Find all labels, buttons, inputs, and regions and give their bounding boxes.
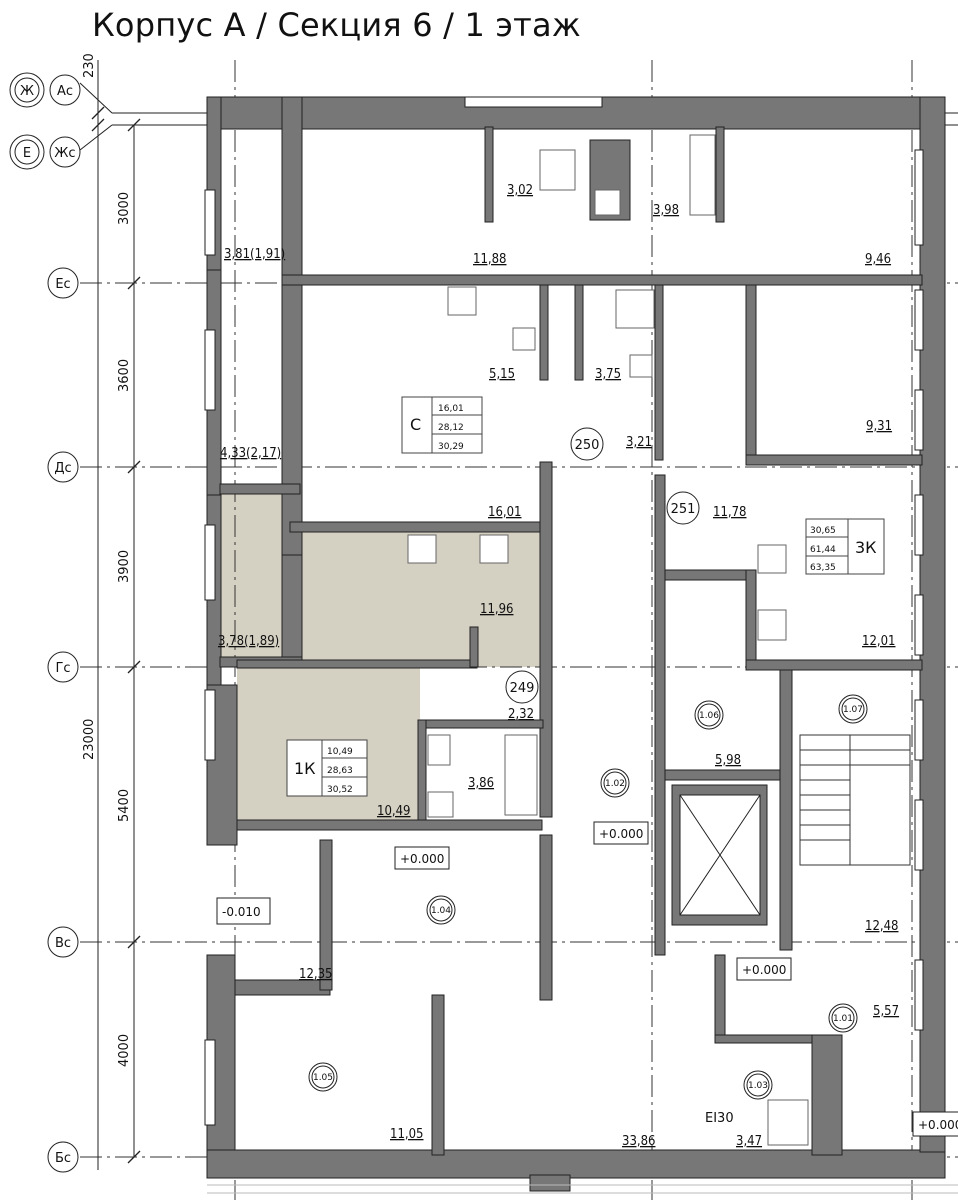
room-area: 4,33(2,17) — [220, 446, 281, 461]
axis-label: Жс — [54, 146, 75, 161]
dim-span: 5400 — [117, 789, 132, 822]
living-area: 10,49 — [327, 747, 353, 757]
level-mark: +0.000 — [599, 827, 643, 841]
room-area: 5,98 — [715, 753, 741, 768]
room-area: 16,01 — [488, 505, 521, 520]
apartment-summary-3k: 30,65 61,44 63,35 3К — [805, 518, 885, 575]
page-title: Корпус А / Секция 6 / 1 этаж — [92, 6, 581, 44]
axis-label: Дс — [54, 461, 71, 476]
apartment-type: 3К — [855, 538, 877, 557]
room-number: 1.06 — [699, 711, 719, 721]
dim-span: 3900 — [117, 550, 132, 583]
room-number-circles — [308, 694, 868, 1100]
room-area: 3,98 — [653, 203, 679, 218]
room-area: 3,21 — [626, 435, 652, 450]
axis-label: Ж — [20, 84, 34, 99]
axis-label: Е — [23, 146, 31, 161]
fixtures — [407, 134, 809, 1146]
total-area: 61,44 — [810, 545, 836, 555]
level-mark: -0.010 — [222, 905, 261, 919]
fire-rating: EI30 — [705, 1111, 734, 1126]
room-number: 1.07 — [843, 705, 863, 715]
room-number: 1.05 — [313, 1073, 333, 1083]
living-area: 16,01 — [438, 404, 464, 414]
room-area: 11,96 — [480, 602, 513, 617]
apartment-number: 251 — [671, 502, 696, 517]
room-number: 1.04 — [431, 906, 451, 916]
apartment-summary-1k: 1К 10,49 28,63 30,52 — [286, 739, 368, 797]
total-area: 28,12 — [438, 423, 464, 433]
dim-span: 3600 — [117, 359, 132, 392]
level-mark: +0.000 — [918, 1118, 958, 1132]
dimension-chain: 230 3000 3600 3900 5400 4000 23000 — [82, 53, 141, 1170]
axis-label: Вс — [55, 936, 71, 951]
apartment-1k-highlight — [220, 492, 545, 822]
apartment-number-circles — [505, 427, 700, 704]
apartment-number: 250 — [575, 438, 600, 453]
paving-pattern — [207, 1184, 958, 1194]
apartment-number: 249 — [510, 681, 535, 696]
dim-total: 23000 — [82, 719, 97, 760]
room-area: 3,86 — [468, 776, 494, 791]
axis-label: Ес — [55, 277, 70, 292]
apartment-type: 1К — [294, 759, 316, 778]
room-area: 3,75 — [595, 367, 621, 382]
apartment-summary-studio: С 16,01 28,12 30,29 — [401, 396, 483, 454]
room-area: 2,32 — [508, 707, 534, 722]
level-mark: +0.000 — [742, 963, 786, 977]
elevator-shaft — [679, 794, 761, 916]
axis-bubbles — [9, 72, 81, 1173]
dim-offset: 230 — [82, 53, 97, 78]
room-area: 3,78(1,89) — [218, 634, 279, 649]
room-area: 9,31 — [866, 419, 892, 434]
room-area: 3,47 — [736, 1134, 762, 1149]
room-area: 12,48 — [865, 919, 898, 934]
dim-span: 3000 — [117, 192, 132, 225]
total-area-balcony: 30,52 — [327, 785, 353, 795]
axis-label: Ас — [57, 84, 73, 99]
staircase — [799, 734, 911, 866]
room-area: 33,86 — [622, 1134, 655, 1149]
room-area: 12,35 — [299, 967, 332, 982]
level-mark: +0.000 — [400, 852, 444, 866]
room-area: 5,57 — [873, 1004, 899, 1019]
room-area: 3,02 — [507, 183, 533, 198]
level-mark-boxes — [216, 821, 958, 1137]
total-area-balcony: 30,29 — [438, 442, 464, 452]
total-area: 28,63 — [327, 766, 353, 776]
room-number: 1.02 — [605, 779, 625, 789]
room-area: 11,88 — [473, 252, 506, 267]
room-number: 1.03 — [748, 1081, 768, 1091]
axis-label: Гс — [55, 661, 70, 676]
room-area: 12,01 — [862, 634, 895, 649]
apartment-type: С — [410, 415, 421, 434]
room-number: 1.01 — [833, 1014, 853, 1024]
room-area: 3,81(1,91) — [224, 247, 285, 262]
dim-span: 4000 — [117, 1034, 132, 1067]
room-area: 9,46 — [865, 252, 891, 267]
room-area: 10,49 — [377, 804, 410, 819]
room-area: 11,05 — [390, 1127, 423, 1142]
axis-label: Бс — [55, 1151, 71, 1166]
total-area-balcony: 63,35 — [810, 563, 836, 573]
room-area: 11,78 — [713, 505, 746, 520]
living-area: 30,65 — [810, 526, 836, 536]
room-area: 5,15 — [489, 367, 515, 382]
